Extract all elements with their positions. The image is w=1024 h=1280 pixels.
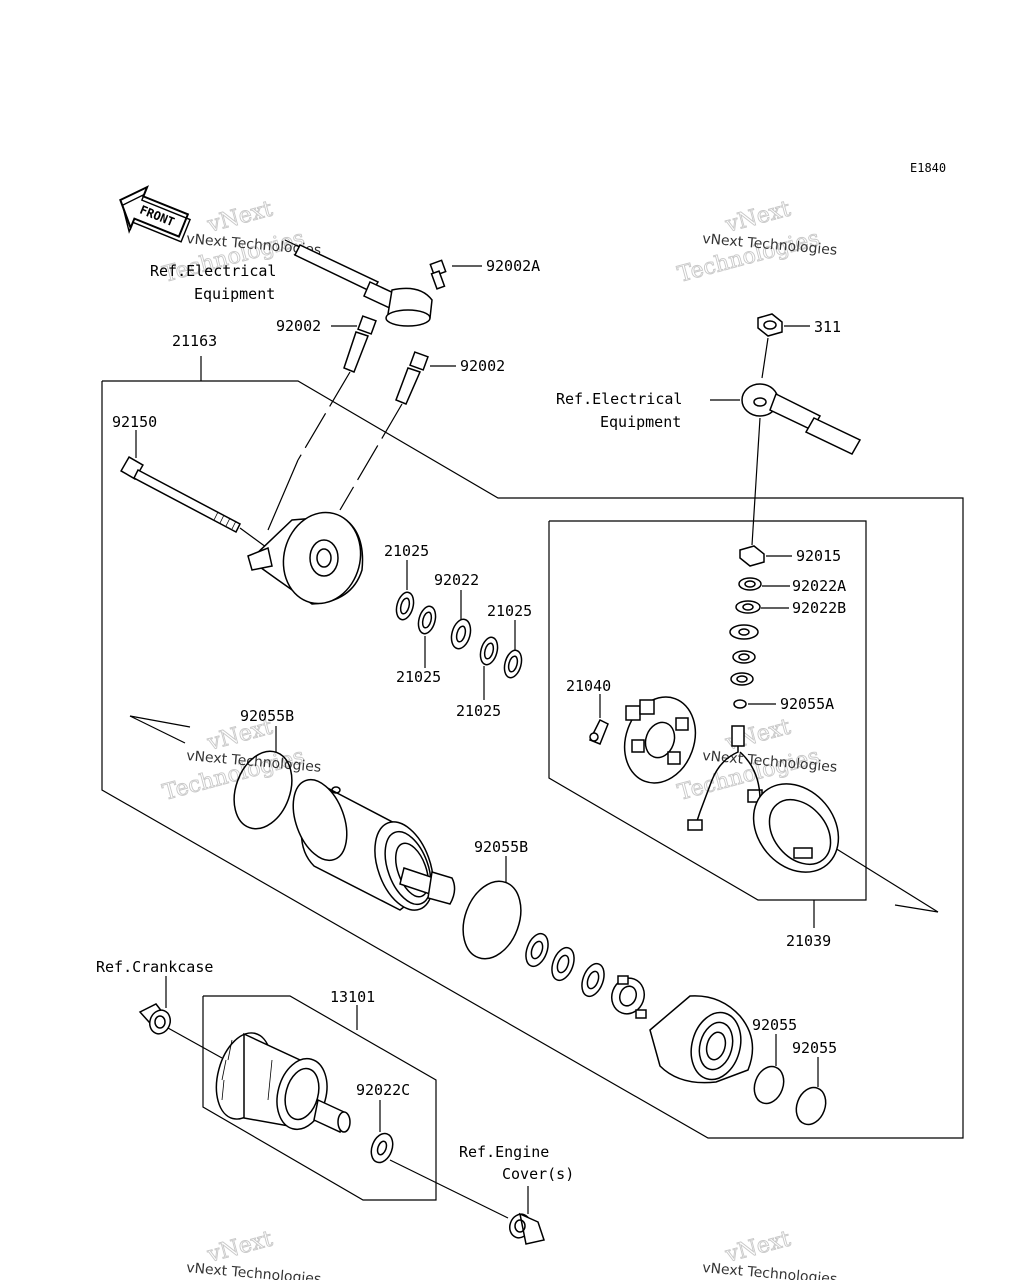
part-label-92002a: 92002A: [486, 257, 540, 275]
ref-engine-line2: Cover(s): [502, 1165, 574, 1183]
lock-plate-icon: [611, 975, 647, 1019]
axis-line-right: [834, 847, 939, 913]
svg-text:vNext Technologies: vNext Technologies: [186, 1260, 322, 1280]
bolt-92002-upper-icon: [343, 315, 377, 373]
washer-92022b-icon: [735, 600, 761, 614]
washer-21025-a-icon: [395, 591, 415, 621]
front-gear-cover-icon: [649, 995, 754, 1084]
long-bolt-92150-icon: [120, 456, 241, 534]
brush-cap-ring-icon: [752, 783, 840, 873]
guide-line-311: [761, 337, 769, 379]
watermark-bottom-left: vNext vNext Technologies: [186, 1226, 322, 1280]
starter-clutch-gear-icon: [215, 1032, 351, 1134]
part-label-92150: 92150: [112, 413, 157, 431]
part-label-92055b-right: 92055B: [474, 838, 528, 856]
part-label-21163: 21163: [172, 332, 217, 350]
washer-stack-icon: [729, 624, 759, 686]
washer-21025-d-icon: [503, 649, 523, 679]
oring-92055-left-icon: [753, 1065, 785, 1105]
end-cover-front-icon: [247, 511, 364, 605]
ref-electrical-2-line2: Equipment: [600, 413, 681, 431]
axis-line-left: [129, 715, 191, 728]
guide-line-bolt-upper: [297, 371, 351, 461]
front-arrow-icon: FRONT: [119, 185, 191, 243]
part-label-92002-upper: 92002: [276, 317, 321, 335]
diagram-code: E1840: [910, 161, 946, 175]
shim-washers-icon: [525, 932, 605, 998]
part-label-92022: 92022: [434, 571, 479, 589]
guide-line-bolt-lower: [339, 403, 403, 511]
part-label-21025-b: 21025: [396, 668, 441, 686]
oring-92055b-left-icon: [233, 750, 293, 830]
brush-holder-plate-icon: [623, 696, 697, 784]
part-label-13101: 13101: [330, 988, 375, 1006]
engine-cover-bushing-icon: [508, 1212, 545, 1245]
bolt-92002-lower-icon: [395, 351, 429, 405]
washer-92022-icon: [450, 618, 472, 650]
oring-92055b-right-icon: [462, 880, 522, 960]
washer-92022a-icon: [738, 577, 762, 591]
nut-311-icon: [757, 313, 783, 337]
cable-terminal-left: [284, 239, 433, 327]
washer-21025-c-icon: [479, 636, 499, 666]
axis-line-right-2: [894, 904, 939, 913]
guide-line-terminal: [751, 417, 761, 546]
watermark-bottom-right: vNext vNext Technologies: [702, 1226, 838, 1280]
axis-line-left-2: [129, 715, 186, 744]
assembly-outline-13101: [202, 995, 437, 1201]
part-label-21025-a: 21025: [384, 542, 429, 560]
part-label-92002-lower: 92002: [460, 357, 505, 375]
part-label-92022b: 92022B: [792, 599, 846, 617]
bolt-92002a-icon: [429, 259, 447, 290]
ref-electrical-2-line1: Ref.Electrical: [556, 390, 682, 408]
terminal-21040-icon: [588, 718, 609, 745]
washer-21025-b-icon: [417, 605, 437, 635]
crankcase-bushing-icon: [138, 1003, 172, 1035]
cable-terminal-right: [741, 383, 862, 455]
part-label-21040: 21040: [566, 677, 611, 695]
svg-text:vNext: vNext: [722, 197, 793, 239]
part-label-92022c: 92022C: [356, 1081, 410, 1099]
svg-text:vNext: vNext: [204, 197, 275, 239]
ref-crankcase: Ref.Crankcase: [96, 958, 213, 976]
part-label-92022a: 92022A: [792, 577, 846, 595]
motor-yoke-icon: [292, 778, 456, 911]
part-label-92055b-left: 92055B: [240, 707, 294, 725]
part-label-21039: 21039: [786, 932, 831, 950]
guide-line-end-a: [267, 459, 299, 531]
oring-92055-right-icon: [795, 1086, 827, 1126]
watermark-top-right: vNext Technologies vNext Technologies: [675, 196, 838, 288]
assembly-outline-21163: [101, 380, 964, 1139]
guide-line-92022c: [389, 1159, 509, 1219]
assembly-outline-21039: [548, 520, 867, 901]
part-label-92055-right: 92055: [792, 1039, 837, 1057]
ref-engine-line1: Ref.Engine: [459, 1143, 549, 1161]
oring-92055a-icon: [733, 699, 747, 709]
part-label-92055a: 92055A: [780, 695, 834, 713]
part-label-21025-d: 21025: [487, 602, 532, 620]
ref-electrical-1-line2: Equipment: [194, 285, 275, 303]
part-label-21025-c: 21025: [456, 702, 501, 720]
part-label-311: 311: [814, 318, 841, 336]
guide-line-crankcase: [167, 1027, 223, 1059]
svg-text:vNext Technologies: vNext Technologies: [702, 1260, 838, 1280]
washer-92022c-icon: [370, 1132, 394, 1164]
ref-electrical-1-line1: Ref.Electrical: [150, 262, 276, 280]
part-label-92055-left: 92055: [752, 1016, 797, 1034]
nut-92015-icon: [739, 545, 765, 567]
part-label-92015: 92015: [796, 547, 841, 565]
